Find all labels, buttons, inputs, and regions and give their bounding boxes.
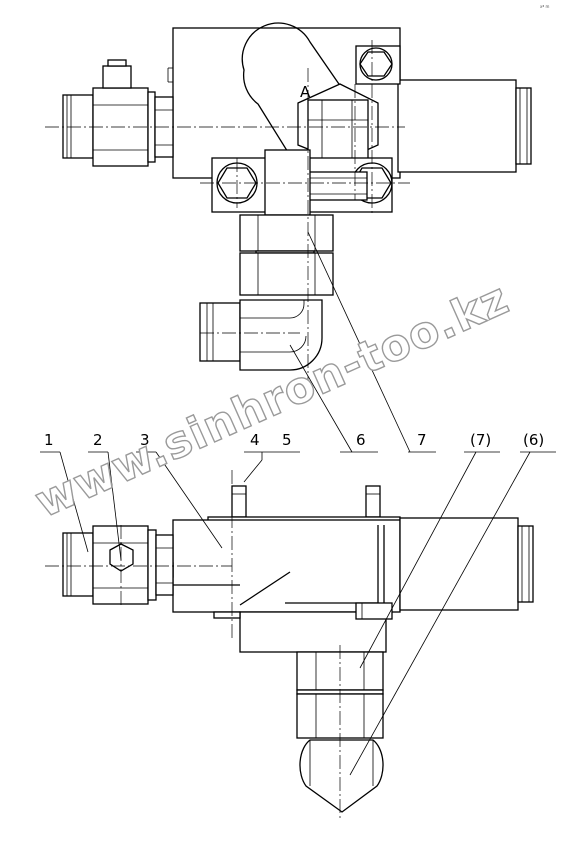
callout-6-ref: (6) xyxy=(523,431,544,449)
callout-7: 7 xyxy=(417,431,427,449)
callout-1: 1 xyxy=(44,431,54,449)
callout-5: 5 xyxy=(282,431,292,449)
top-bolt-upper xyxy=(355,45,401,85)
top-pilot-chamber xyxy=(241,22,373,179)
callout-3: 3 xyxy=(140,431,150,449)
top-callouts: 6 7 xyxy=(289,231,436,453)
bottom-end-fitting xyxy=(299,739,384,813)
callout-2: 2 xyxy=(93,431,103,449)
bottom-view xyxy=(45,470,534,820)
bottom-solenoid xyxy=(399,517,534,611)
top-solenoid xyxy=(397,79,532,173)
stud-left xyxy=(231,485,247,518)
bottom-callouts: 1 2 3 4 5 (7) (6) xyxy=(40,431,556,776)
callout-4: 4 xyxy=(250,431,260,449)
view-marker-a: A xyxy=(300,83,311,101)
top-elbow-fitting xyxy=(199,299,323,371)
callout-7-ref: (7) xyxy=(470,431,491,449)
top-view: A xyxy=(45,22,532,385)
top-left-fitting xyxy=(62,59,174,167)
top-center-column xyxy=(239,149,334,296)
bottom-left-fitting xyxy=(62,525,174,605)
corner-mark: xª m xyxy=(540,4,550,9)
callout-6: 6 xyxy=(356,431,366,449)
stud-right xyxy=(365,485,381,518)
